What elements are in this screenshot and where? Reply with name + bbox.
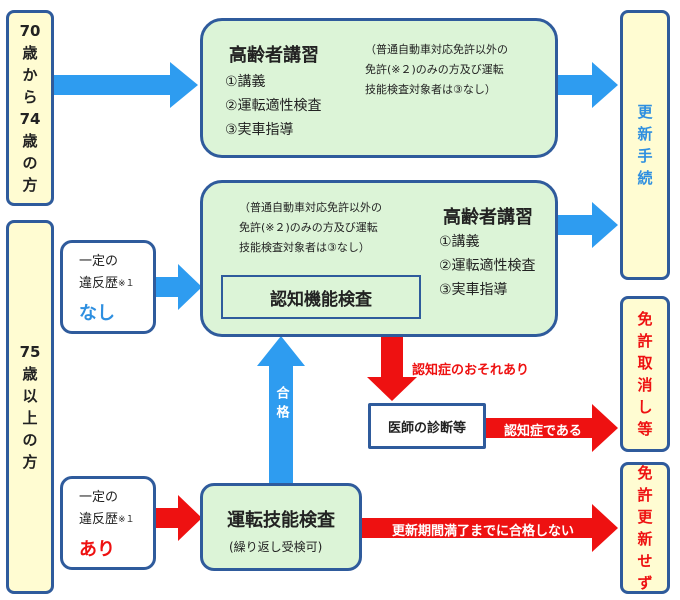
violation-none-mark: ※１ bbox=[118, 279, 135, 289]
arrow-suspected-down bbox=[367, 336, 417, 401]
violation-none-box: 一定の 違反歴※１ なし bbox=[60, 240, 156, 334]
violation-yes-box: 一定の 違反歴※１ あり bbox=[60, 476, 156, 570]
top-course-item-1: ①講義 bbox=[225, 74, 266, 90]
mid-course-title: 高齢者講習 bbox=[443, 207, 533, 228]
mid-course-item-1: ①講義 bbox=[439, 234, 480, 250]
top-course-box: 高齢者講習 ①講義 ②運転適性検査 ③実車指導 （普通自動車対応免許以外の 免許… bbox=[200, 18, 558, 158]
mid-course-note-3: 技能検査対象者は③なし） bbox=[239, 241, 370, 254]
driving-test-sub: (繰り返し受検可) bbox=[229, 540, 323, 554]
arrow-dementia-to-revoke bbox=[486, 404, 618, 452]
not-renewed-label: 免許更新せず bbox=[637, 464, 653, 592]
renewal-label: 更新手続 bbox=[637, 103, 653, 187]
arrow-yes-to-test bbox=[156, 495, 202, 541]
driving-test-box: 運転技能検査 (繰り返し受検可) bbox=[200, 483, 362, 571]
cognitive-test-box: 認知機能検査 bbox=[221, 275, 421, 319]
arrow-course-to-renewal bbox=[557, 62, 618, 108]
mid-course-item-3: ③実車指導 bbox=[439, 282, 508, 298]
doctor-label: 医師の診断等 bbox=[387, 420, 466, 436]
violation-yes-line2: 違反歴※１ bbox=[79, 512, 135, 527]
suspected-label: 認知症のおそれあり bbox=[412, 363, 530, 378]
violation-yes-line1: 一定の bbox=[79, 490, 119, 505]
fail-label: 更新期間満了までに合格しない bbox=[392, 524, 575, 539]
top-course-item-2: ②運転適性検査 bbox=[225, 98, 322, 114]
revoke-label: 免許取消し等 bbox=[637, 310, 653, 438]
mid-course-note-1: （普通自動車対応免許以外の bbox=[239, 201, 382, 214]
violation-yes-mark: ※１ bbox=[118, 515, 135, 525]
violation-none-result: なし bbox=[79, 303, 115, 324]
not-renewed-box: 免許更新せず bbox=[620, 462, 670, 594]
pass-label: 合格 bbox=[273, 386, 289, 424]
arrow-none-to-course bbox=[156, 264, 202, 310]
mid-course-box: （普通自動車対応免許以外の 免許(※２)のみの方及び運転 技能検査対象者は③なし… bbox=[200, 180, 558, 337]
violation-yes-result: あり bbox=[79, 539, 115, 560]
violation-none-line1: 一定の bbox=[79, 254, 119, 269]
revoke-box: 免許取消し等 bbox=[620, 296, 670, 452]
top-course-note-2: 免許(※２)のみの方及び運転 bbox=[365, 63, 504, 76]
top-course-title: 高齢者講習 bbox=[229, 45, 319, 66]
driving-test-title: 運転技能検査 bbox=[227, 510, 335, 531]
top-course-note-3: 技能検査対象者は③なし） bbox=[365, 83, 496, 96]
arrow-pass-up bbox=[257, 336, 305, 483]
top-course-item-3: ③実車指導 bbox=[225, 122, 294, 138]
doctor-box: 医師の診断等 bbox=[368, 403, 486, 449]
dementia-label: 認知症である bbox=[504, 424, 582, 439]
violation-none-line2: 違反歴※１ bbox=[79, 276, 135, 291]
arrow-fail-to-not-renewed bbox=[362, 504, 618, 552]
mid-course-note-2: 免許(※２)のみの方及び運転 bbox=[239, 221, 378, 234]
cognitive-test-label: 認知機能検査 bbox=[270, 289, 372, 310]
renewal-box: 更新手続 bbox=[620, 10, 670, 280]
top-course-note-1: （普通自動車対応免許以外の bbox=[365, 43, 508, 56]
arrow-midcourse-to-renewal bbox=[557, 202, 618, 248]
arrow-age70-to-course bbox=[54, 62, 198, 108]
mid-course-item-2: ②運転適性検査 bbox=[439, 258, 536, 274]
